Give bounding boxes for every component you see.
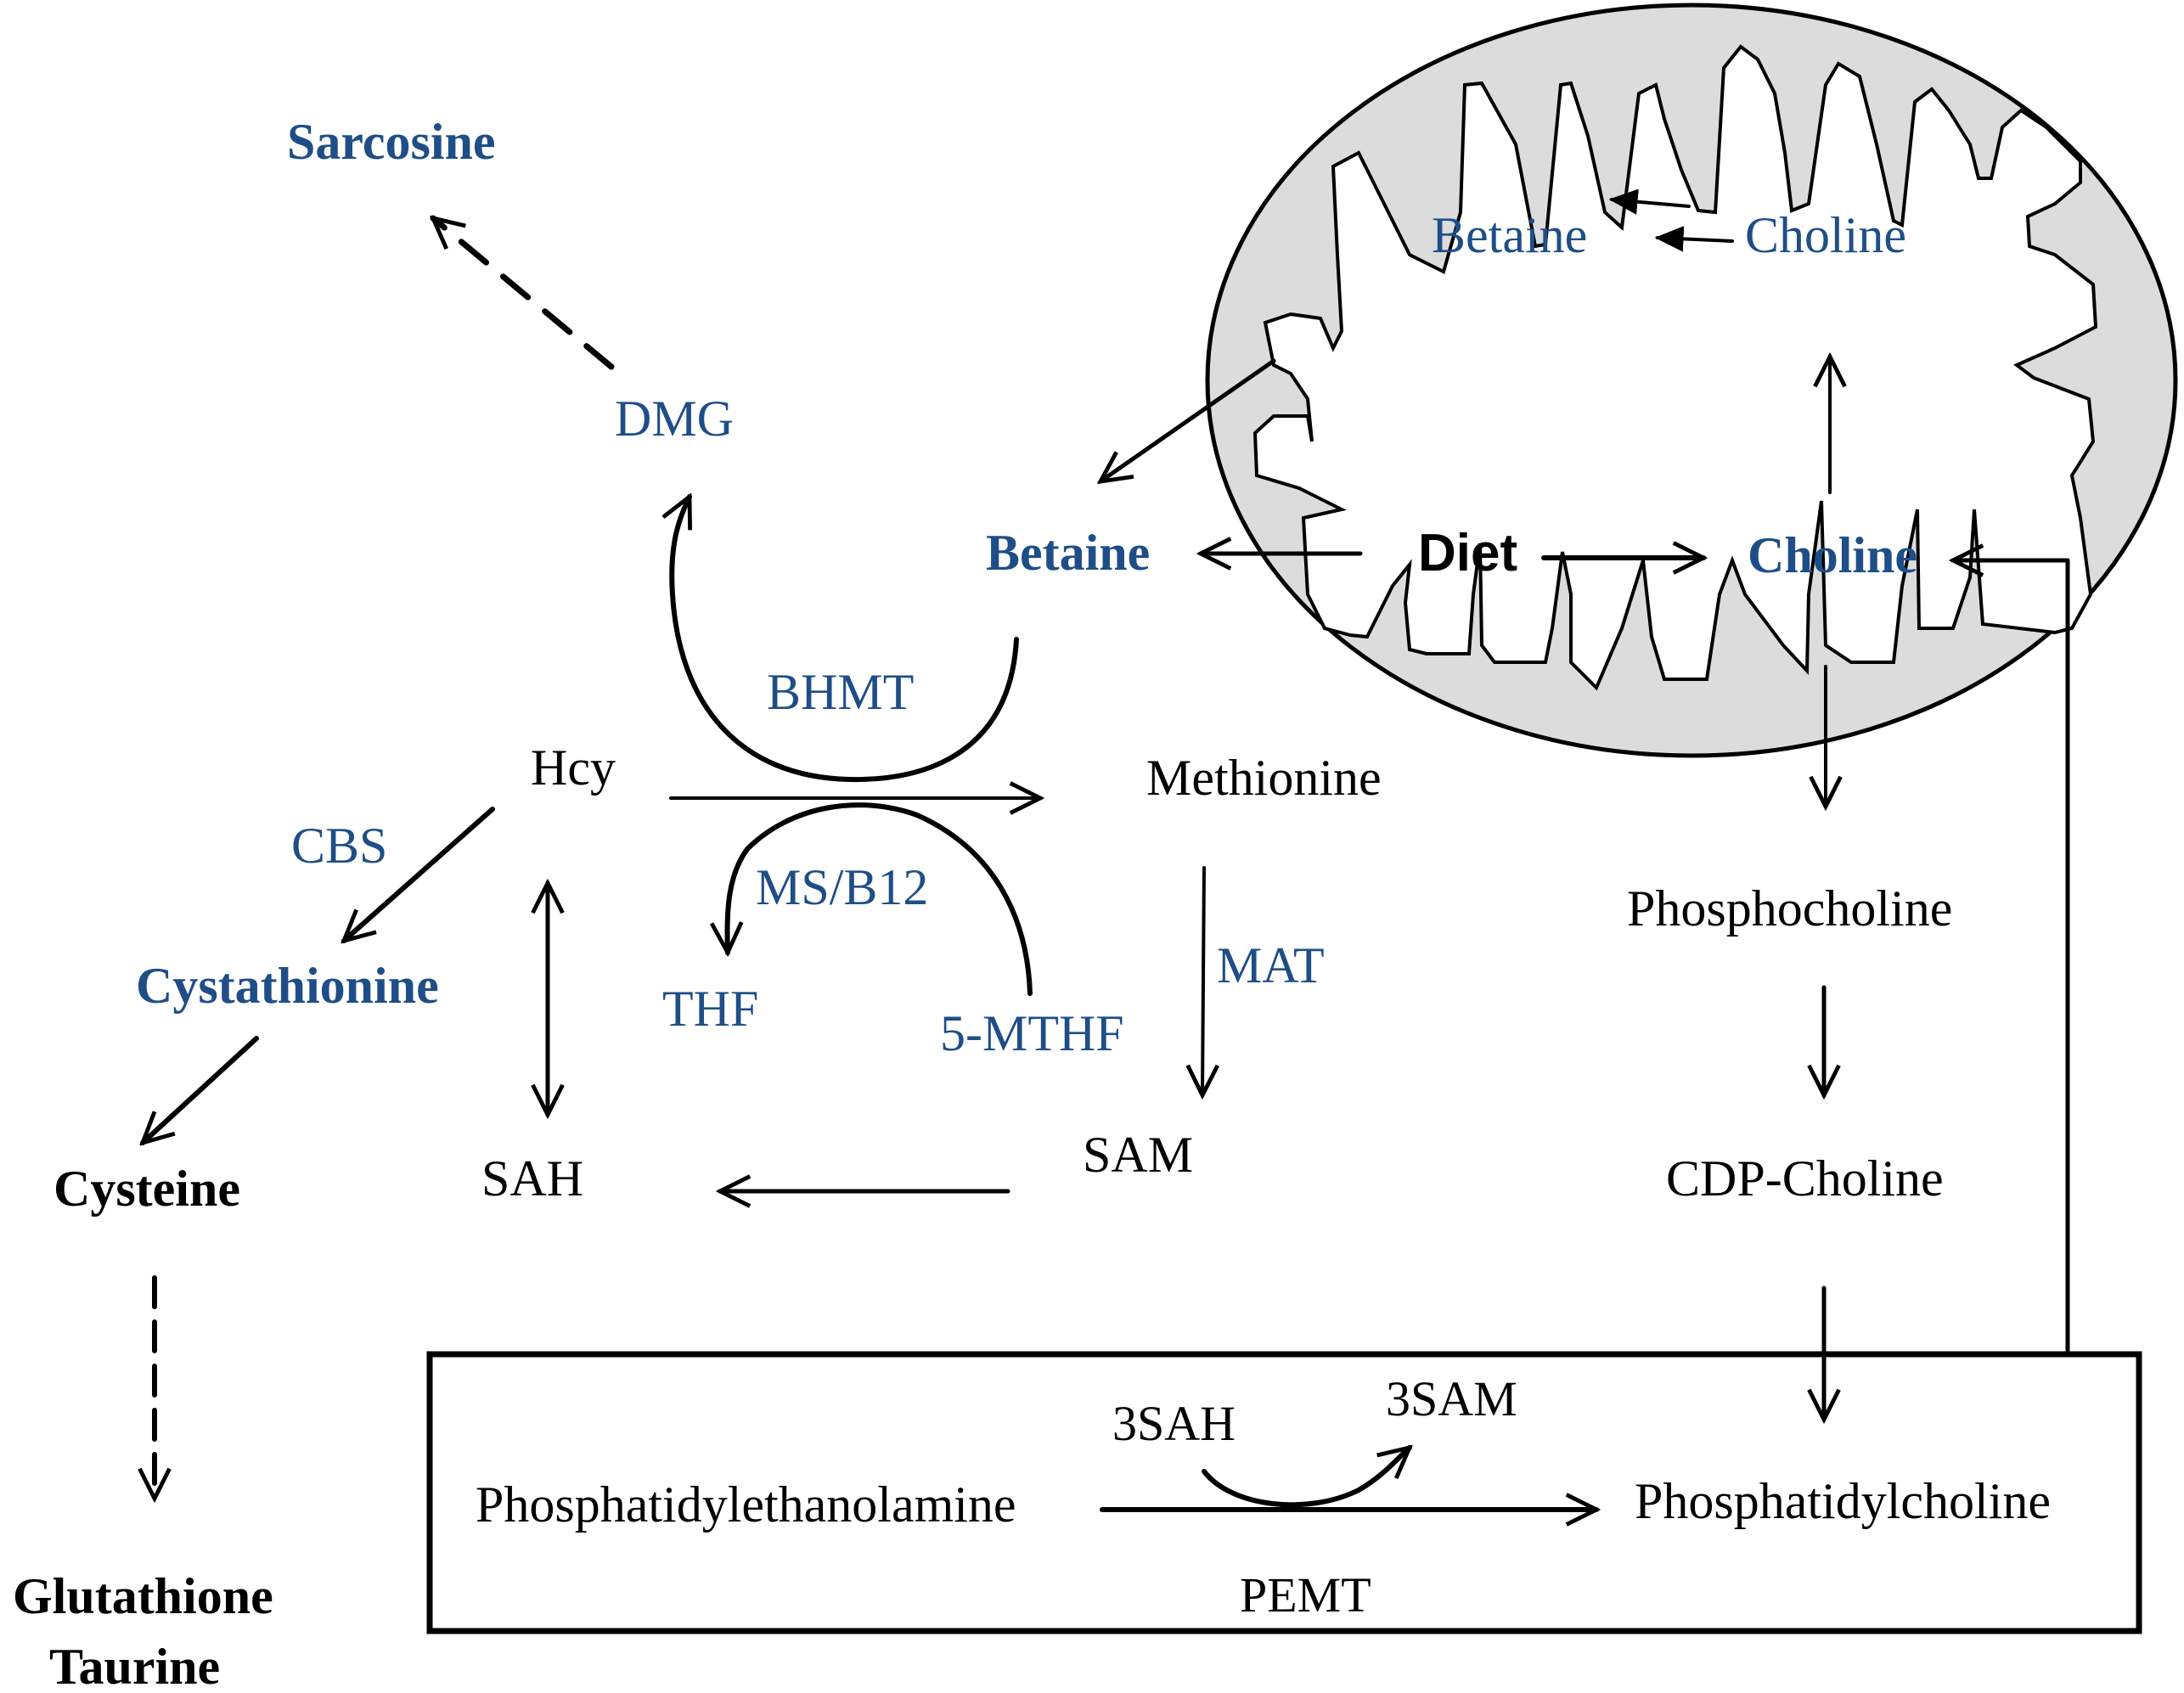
mthf-label: 5-MTHF [940, 1005, 1124, 1061]
mat-label: MAT [1217, 937, 1325, 993]
pc-label: Phosphatidylcholine [1635, 1473, 2051, 1529]
hcy-label: Hcy [531, 740, 616, 796]
sam-label: SAM [1083, 1127, 1193, 1183]
mitochondrion-inner-membrane [1252, 44, 2098, 691]
phosphocholine-label: Phosphocholine [1627, 880, 1952, 936]
taurine-label: Taurine [49, 1639, 220, 1693]
mitochondrion: Betaine Choline [1205, 3, 2178, 758]
glutathione-label: Glutathione [13, 1568, 273, 1624]
pc-to-choline-arrow [1953, 560, 2070, 1353]
choline-label: Choline [1748, 527, 1917, 583]
cbs-label: CBS [291, 818, 387, 874]
ms-b12-label: MS/B12 [756, 859, 928, 915]
thf-label: THF [662, 981, 758, 1037]
pe-label: Phosphatidylethanolamine [476, 1476, 1016, 1533]
sah-sam-curve-arrow [1202, 1448, 1410, 1508]
pemt-label: PEMT [1240, 1567, 1371, 1623]
mito-choline-label: Choline [1745, 207, 1906, 263]
methionine-label: Methionine [1146, 750, 1382, 806]
bhmt-label: BHMT [767, 664, 914, 720]
cdp-choline-label: CDP-Choline [1666, 1150, 1944, 1206]
methionine-to-sam-arrow [1202, 866, 1204, 1095]
sah3-label: 3SAH [1112, 1396, 1236, 1451]
bhmt-curve-arrow [672, 497, 1019, 783]
sah-label: SAH [481, 1150, 583, 1206]
betaine-label: Betaine [986, 525, 1150, 581]
dmg-to-sarcosine-arrow [433, 215, 615, 370]
pemt-box-frame [426, 1351, 2142, 1634]
sarcosine-label: Sarcosine [287, 114, 496, 170]
hcy-to-cystathionine-arrow [344, 807, 495, 941]
mito-arrow-1 [1608, 188, 1691, 215]
cystathionine-to-cysteine-arrow [143, 1036, 259, 1143]
pemt-box: Phosphatidylethanolamine Phosphatidylcho… [426, 1351, 2142, 1634]
cystathionine-label: Cystathionine [136, 958, 439, 1014]
diet-label: Diet [1418, 524, 1517, 582]
ms-curve-arrow [727, 802, 1033, 996]
mito-arrow-2 [1654, 226, 1734, 252]
mito-to-betaine-arrow [1100, 358, 1276, 481]
mito-betaine-label: Betaine [1432, 207, 1587, 263]
cysteine-label: Cysteine [53, 1161, 240, 1217]
sam3-label: 3SAM [1386, 1371, 1517, 1426]
dmg-label: DMG [615, 391, 734, 447]
